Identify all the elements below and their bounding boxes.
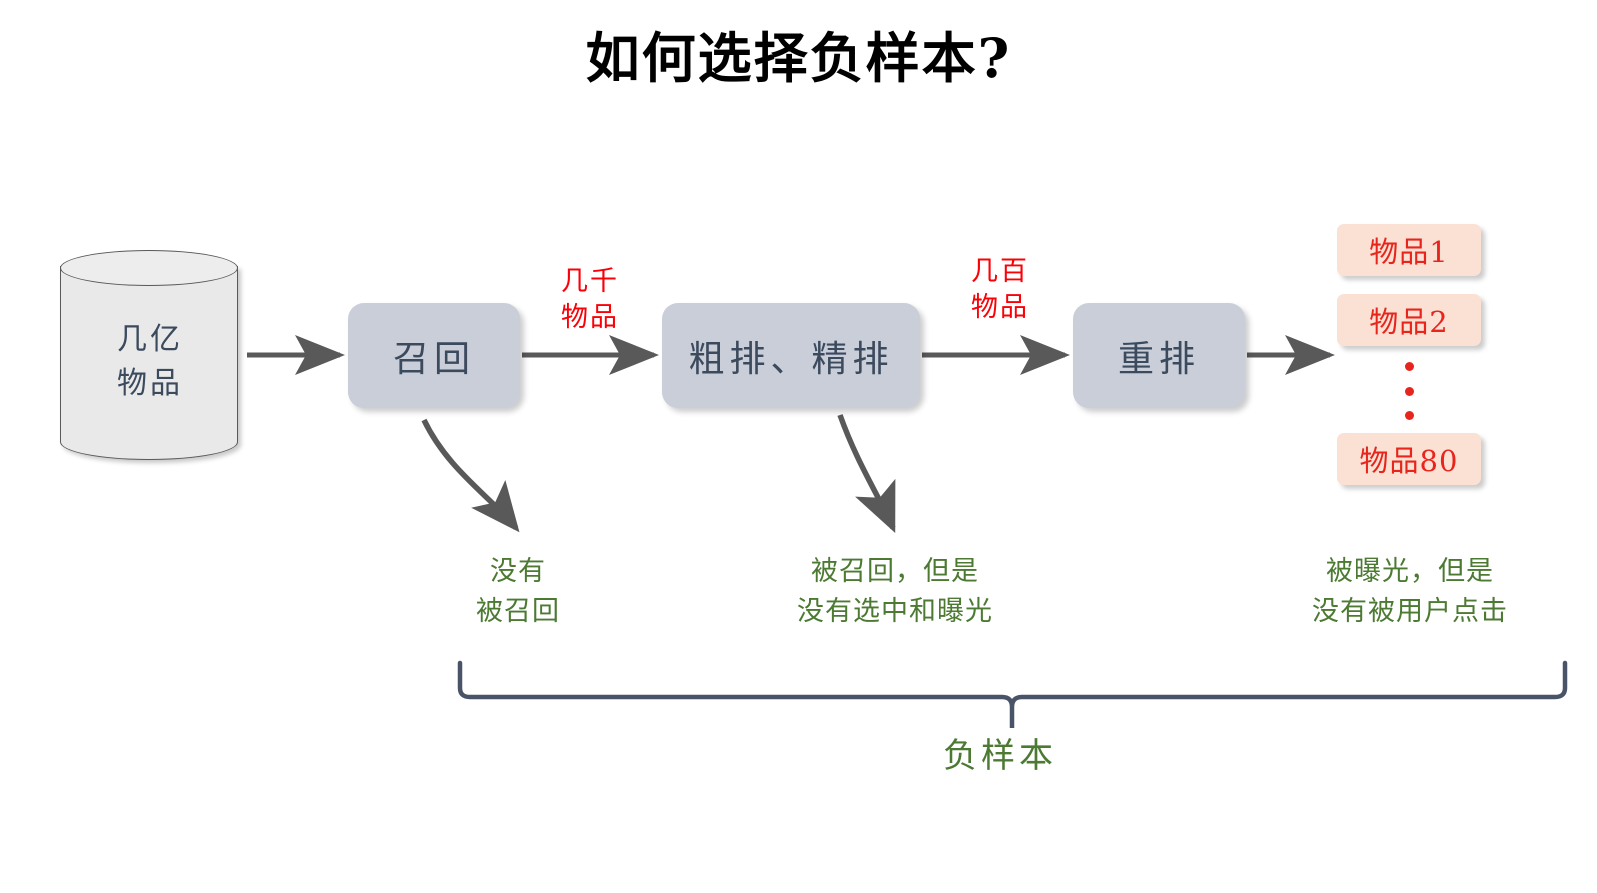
volume-label-hundreds: 几百 物品	[940, 254, 1060, 326]
result-item-1[interactable]: 物品1	[1337, 224, 1481, 276]
cylinder-label-line-1: 几亿	[117, 322, 183, 357]
vertical-ellipsis-icon	[1337, 362, 1481, 420]
note-no-exposure-line-1: 被召回，但是	[811, 556, 979, 587]
volume-label-thousands: 几千 物品	[530, 264, 650, 336]
note-not-recalled: 没有 被召回	[418, 552, 618, 632]
negative-sample-label: 负样本	[943, 736, 1057, 776]
curved-arrow-no-exposure	[837, 414, 896, 534]
items-database-cylinder: 几亿 物品	[60, 250, 240, 462]
volume-thousands-line-1: 几千	[561, 266, 619, 297]
note-not-recalled-line-1: 没有	[490, 556, 546, 587]
cylinder-body	[60, 266, 238, 460]
stage-box-rank[interactable]: 粗排、精排	[662, 303, 920, 408]
ellipsis-dot	[1404, 362, 1414, 371]
volume-hundreds-line-1: 几百	[971, 256, 1029, 287]
cylinder-label-line-2: 物品	[117, 366, 183, 401]
ellipsis-dot	[1404, 411, 1414, 420]
curved-arrow-not-recalled	[421, 418, 520, 533]
note-no-click-line-1: 被曝光，但是	[1326, 556, 1494, 587]
note-no-exposure-line-2: 没有选中和曝光	[797, 596, 993, 627]
volume-hundreds-line-2: 物品	[971, 292, 1029, 323]
volume-thousands-line-2: 物品	[561, 302, 619, 333]
note-no-exposure: 被召回，但是 没有选中和曝光	[760, 552, 1030, 632]
stage-box-recall[interactable]: 召回	[348, 303, 520, 408]
page-title: 如何选择负样本?	[585, 26, 1012, 90]
note-not-recalled-line-2: 被召回	[476, 596, 560, 627]
result-item-80[interactable]: 物品80	[1337, 433, 1481, 485]
result-item-2[interactable]: 物品2	[1337, 294, 1481, 346]
note-no-click-line-2: 没有被用户点击	[1312, 596, 1508, 627]
cylinder-top-ellipse	[60, 250, 238, 286]
stage-box-rerank[interactable]: 重排	[1073, 303, 1245, 408]
note-no-click: 被曝光，但是 没有被用户点击	[1275, 552, 1545, 632]
ellipsis-dot	[1404, 386, 1414, 396]
cylinder-label: 几亿 物品	[60, 318, 240, 406]
